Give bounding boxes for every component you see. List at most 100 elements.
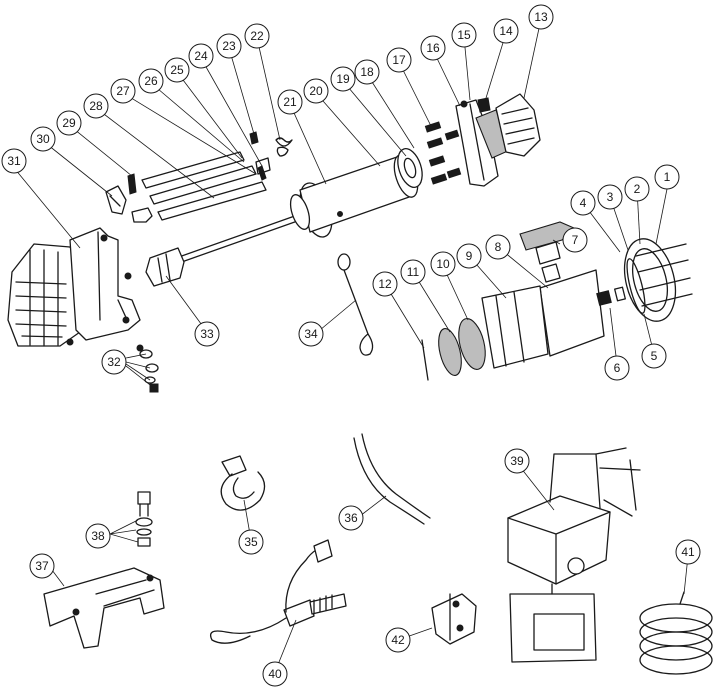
part-brake: [105, 173, 153, 223]
svg-text:39: 39: [510, 454, 524, 468]
part-control-box: [507, 447, 641, 663]
svg-text:35: 35: [244, 535, 258, 549]
part-drum-bushing: [397, 148, 423, 188]
svg-text:30: 30: [36, 132, 50, 146]
svg-text:17: 17: [392, 53, 406, 67]
svg-text:3: 3: [607, 190, 614, 204]
svg-text:25: 25: [170, 63, 184, 77]
svg-text:32: 32: [107, 355, 121, 369]
svg-text:31: 31: [7, 154, 21, 168]
callout-42: 42: [385, 627, 411, 653]
callout-7: 7: [562, 227, 588, 253]
callout-20: 20: [303, 78, 329, 104]
svg-text:38: 38: [91, 529, 105, 543]
callout-4: 4: [570, 190, 596, 216]
callout-29: 29: [56, 110, 82, 136]
part-drive-shaft: [145, 211, 307, 287]
callout-6: 6: [604, 355, 630, 381]
svg-text:28: 28: [89, 99, 103, 113]
part-end-cap: [623, 238, 693, 322]
leader-lines: [9, 18, 689, 673]
part-output-gear: [475, 97, 511, 159]
part-gear-cover: [495, 93, 541, 157]
callout-14: 14: [493, 18, 519, 44]
svg-text:20: 20: [309, 84, 323, 98]
callout-19: 19: [330, 66, 356, 92]
callout-39: 39: [504, 448, 530, 474]
svg-text:24: 24: [194, 49, 208, 63]
part-end-housing: [455, 99, 499, 187]
callout-31: 31: [1, 148, 27, 174]
svg-text:42: 42: [391, 633, 405, 647]
callout-33: 33: [194, 321, 220, 347]
svg-text:9: 9: [466, 249, 473, 263]
callout-17: 17: [386, 47, 412, 73]
callout-40: 40: [262, 661, 288, 687]
callout-2: 2: [624, 176, 650, 202]
svg-text:14: 14: [499, 24, 513, 38]
part-small-spacers: [596, 286, 626, 306]
svg-text:29: 29: [62, 116, 76, 130]
callout-10: 10: [430, 251, 456, 277]
callout-32: 32: [101, 349, 127, 375]
svg-text:12: 12: [378, 277, 392, 291]
svg-text:21: 21: [283, 95, 297, 109]
callout-5: 5: [641, 343, 667, 369]
part-bracket-bolt: [135, 491, 153, 547]
callout-1: 1: [654, 164, 680, 190]
callout-9: 9: [456, 243, 482, 269]
svg-text:1: 1: [664, 170, 671, 184]
callout-12: 12: [372, 271, 398, 297]
callout-11: 11: [400, 259, 426, 285]
callout-24: 24: [188, 43, 214, 69]
callout-27: 27: [110, 78, 136, 104]
callout-36: 36: [338, 505, 364, 531]
svg-text:26: 26: [144, 74, 158, 88]
callout-22: 22: [244, 23, 270, 49]
svg-text:8: 8: [495, 240, 502, 254]
svg-text:15: 15: [457, 28, 471, 42]
callout-15: 15: [451, 22, 477, 48]
part-mounting-bracket: [43, 567, 165, 649]
svg-text:13: 13: [534, 10, 548, 24]
svg-text:7: 7: [572, 233, 579, 247]
svg-text:33: 33: [200, 327, 214, 341]
part-solenoid: [431, 593, 477, 645]
svg-text:37: 37: [35, 559, 49, 573]
callout-21: 21: [277, 89, 303, 115]
callout-30: 30: [30, 126, 56, 152]
part-hook-strap: [337, 253, 374, 356]
part-clutch-knob: [519, 221, 575, 283]
callout-25: 25: [164, 57, 190, 83]
callout-41: 41: [675, 539, 701, 565]
callout-35: 35: [238, 529, 264, 555]
callout-23: 23: [216, 33, 242, 59]
svg-text:40: 40: [268, 667, 282, 681]
svg-text:41: 41: [681, 545, 695, 559]
part-synthetic-rope: [353, 433, 431, 525]
callout-26: 26: [138, 68, 164, 94]
part-motor: [7, 227, 141, 347]
svg-text:4: 4: [580, 196, 587, 210]
svg-text:16: 16: [426, 41, 440, 55]
part-pinion-studs: [424, 121, 462, 185]
callout-16: 16: [420, 35, 446, 61]
svg-text:36: 36: [344, 511, 358, 525]
part-remote-control: [209, 539, 347, 644]
svg-text:23: 23: [222, 39, 236, 53]
part-coil-cable: [639, 591, 713, 675]
svg-text:34: 34: [304, 327, 318, 341]
svg-text:11: 11: [407, 265, 420, 279]
part-motor-fasteners: [136, 344, 159, 393]
svg-text:19: 19: [336, 72, 350, 86]
svg-text:2: 2: [634, 182, 641, 196]
svg-text:10: 10: [436, 257, 450, 271]
svg-text:5: 5: [651, 349, 658, 363]
callout-13: 13: [528, 4, 554, 30]
callout-37: 37: [29, 553, 55, 579]
part-tie-bars: [141, 151, 267, 221]
callout-38: 38: [85, 523, 111, 549]
part-clevis-hook: [220, 455, 266, 511]
